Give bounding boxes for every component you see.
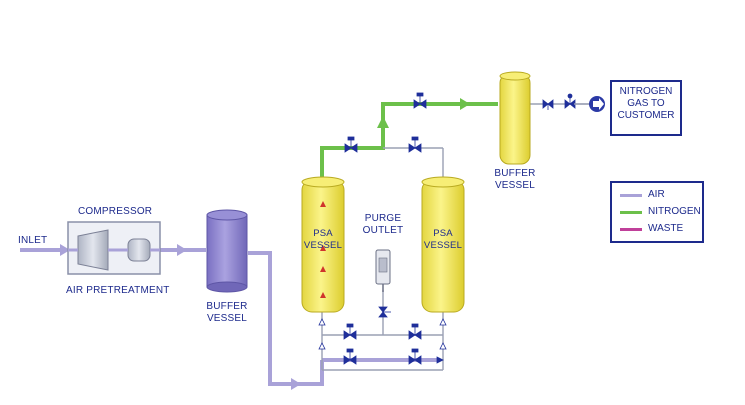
valve-icon: [413, 92, 427, 109]
psa-vessel-right: [421, 176, 465, 313]
legend-item-waste: WASTE: [620, 222, 700, 236]
purge-silencer: [375, 249, 391, 292]
legend-item-nitrogen: NITROGEN: [620, 205, 701, 219]
valves: [318, 92, 576, 365]
valve-icon: [564, 93, 576, 109]
customer-box: NITROGEN GAS TO CUSTOMER: [610, 80, 682, 136]
valve-icon: [408, 136, 422, 153]
check-valve-icon: [439, 342, 447, 350]
check-valve-icon: [318, 342, 326, 350]
buffer-vessel-left: [206, 209, 248, 293]
valve-icon: [408, 323, 422, 340]
pretreatment-icon: [127, 238, 151, 262]
air-pretreatment-label: AIR PRETREATMENT: [66, 285, 170, 296]
valve-icon: [378, 306, 391, 318]
inlet-label: INLET: [18, 235, 48, 246]
valve-icon: [408, 348, 422, 365]
valve-icon: [344, 136, 358, 153]
compressor-label: COMPRESSOR: [78, 206, 153, 217]
nitrogen-arrows: [377, 98, 470, 128]
valve-icon: [343, 323, 357, 340]
purge-outlet-label: PURGE OUTLET: [362, 213, 404, 236]
check-valve-icon: [436, 356, 444, 364]
compressor-unit: [67, 221, 161, 275]
psa-vessel-left: [301, 176, 345, 313]
valve-icon: [343, 348, 357, 365]
nitrogen-lines: [320, 102, 498, 180]
psa-vessel-right-label: PSA VESSEL: [423, 228, 463, 251]
valve-icon: [542, 99, 554, 110]
legend-item-air: AIR: [620, 188, 700, 202]
buffer-vessel-left-label: BUFFER VESSEL: [206, 301, 248, 324]
buffer-vessel-right: [499, 71, 531, 165]
buffer-vessel-right-label: BUFFER VESSEL: [494, 168, 536, 191]
air-arrows: [60, 244, 301, 390]
check-valve-icon: [439, 318, 447, 326]
check-valve-icon: [318, 318, 326, 326]
outlet-arrow-icon: [574, 96, 605, 112]
psa-vessel-left-label: PSA VESSEL: [303, 228, 343, 251]
compressor-icon: [77, 229, 109, 271]
legend: AIR NITROGEN WASTE: [610, 181, 704, 243]
